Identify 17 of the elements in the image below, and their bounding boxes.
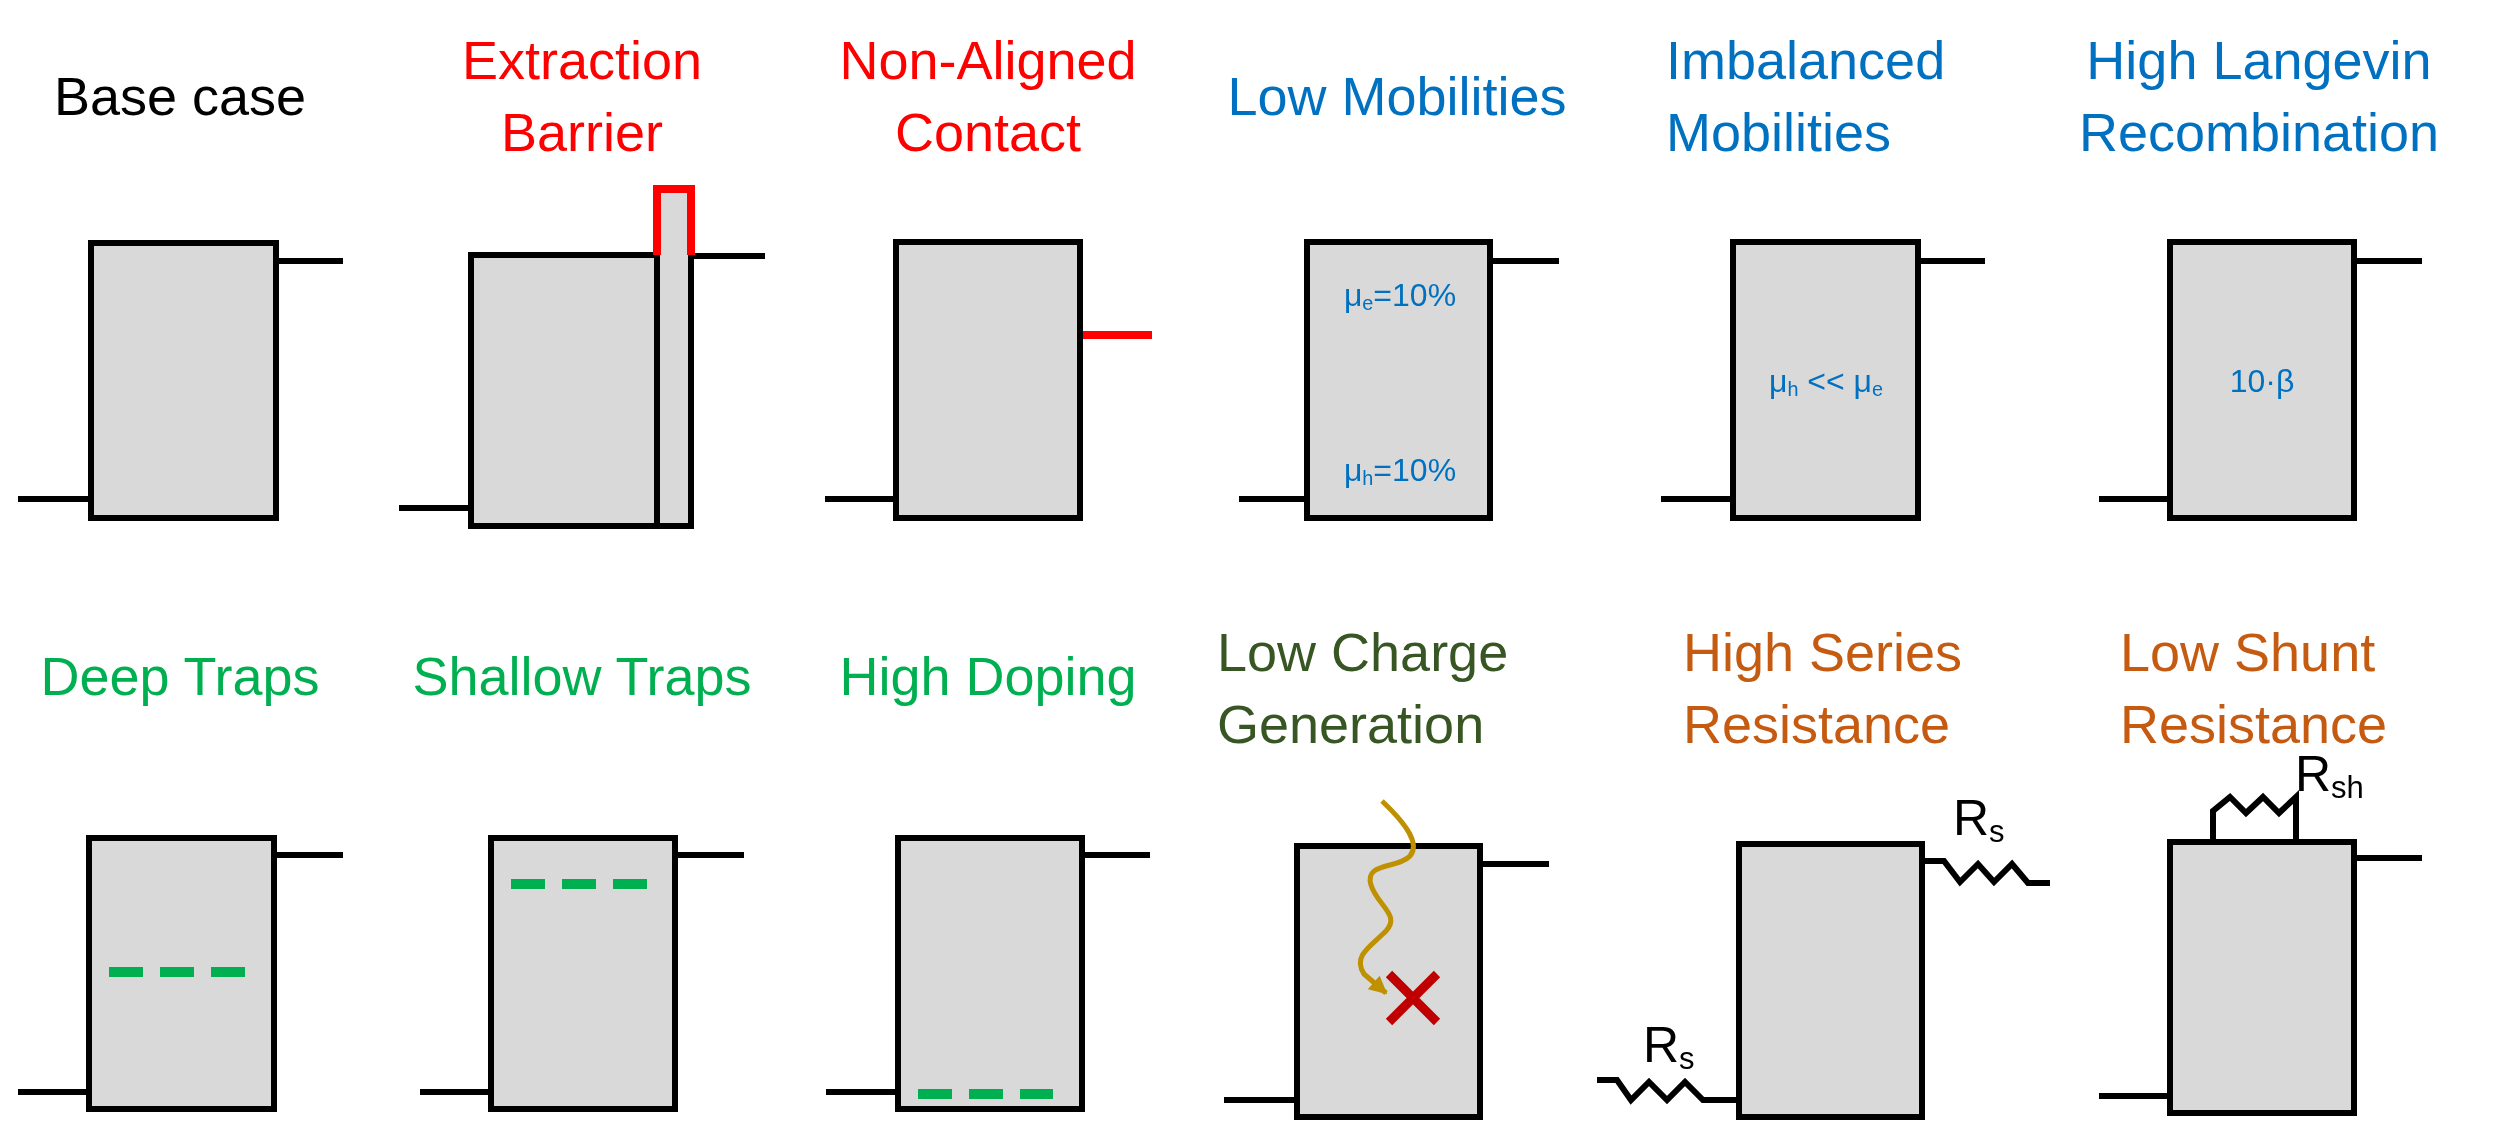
parameter-text: 10·β (2229, 362, 2295, 400)
panel-title: Shallow Traps (412, 645, 752, 708)
resistor-label: R$_{s}$ (1643, 1017, 1695, 1073)
parameter-text: μ$_{h}$ << μ$_{e}$ (1768, 362, 1884, 400)
panel-title: Deep Traps (40, 645, 320, 708)
panel-title: Imbalanced Mobilities (1666, 29, 1947, 164)
parameter-text: μ$_{h}$=10% (1343, 451, 1457, 489)
panel-title: Non-Aligned Contact (838, 29, 1138, 164)
panel-title: Low Charge Generation (1217, 621, 1510, 756)
panel-title: Low Mobilities (1227, 65, 1567, 128)
panel-title: High Series Resistance (1683, 621, 1964, 756)
panel-title: Base case (53, 65, 307, 128)
panel-title: High Langevin Recombination (2077, 29, 2441, 164)
panel-title: Extraction Barrier (460, 29, 704, 164)
panel-title: High Doping (839, 645, 1137, 708)
parameter-text: μ$_{e}$=10% (1343, 276, 1457, 314)
resistor-label: R$_{s}$ (1953, 790, 2005, 846)
